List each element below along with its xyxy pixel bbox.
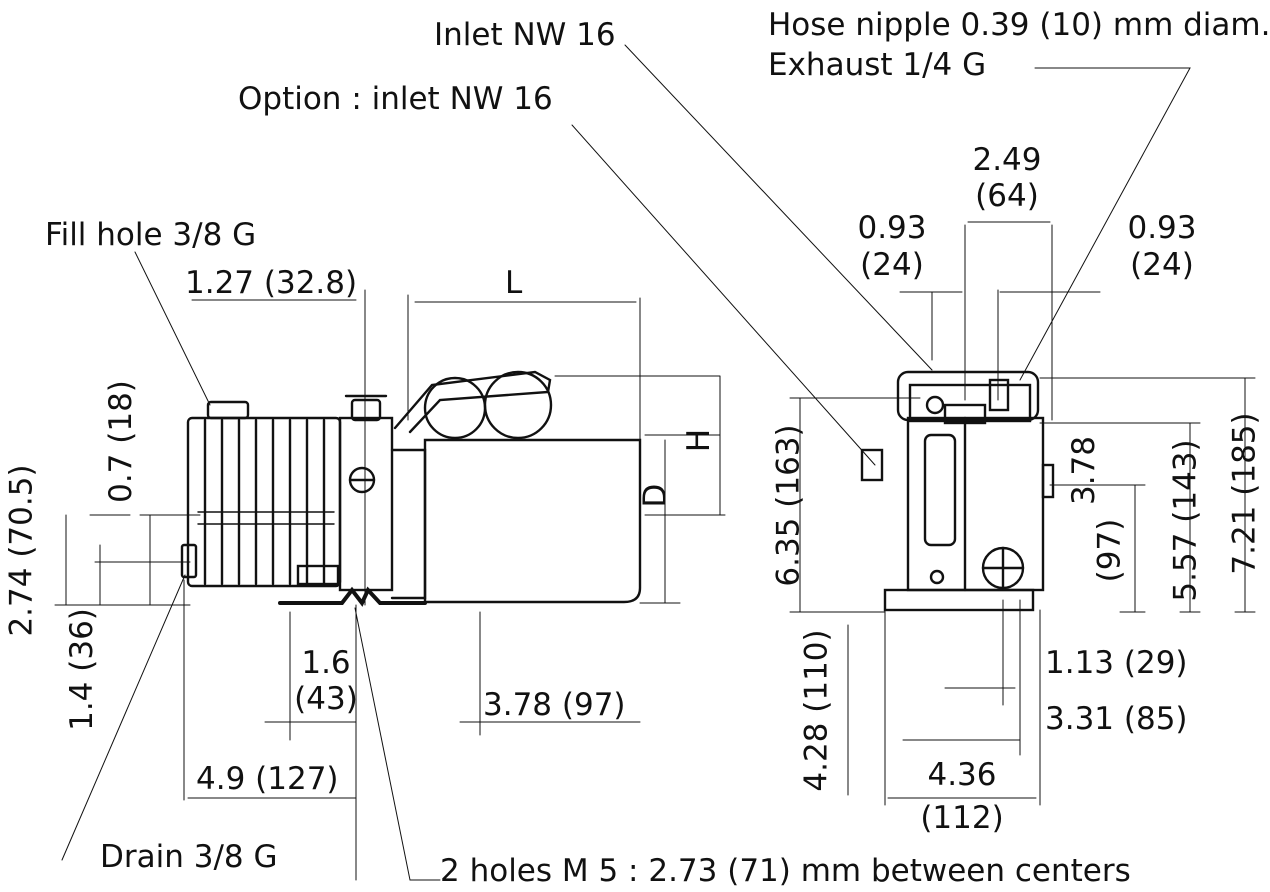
dim-5-57: 5.57 (143) (1167, 439, 1204, 602)
dim-4-36-in: 4.36 (927, 757, 997, 793)
drain-label: Drain 3/8 G (100, 839, 278, 875)
dim-2-49-mm: (64) (975, 178, 1039, 214)
middle-flange (338, 394, 394, 592)
dim-0-93-right-mm: (24) (1130, 247, 1194, 283)
side-view (54, 251, 726, 881)
dim-3-78-side: 3.78 (97) (483, 687, 626, 723)
dim-0-93-left-mm: (24) (860, 247, 924, 283)
motor-handle (393, 370, 553, 440)
motor-body (423, 438, 642, 604)
exhaust-label: Exhaust 1/4 G (768, 47, 987, 83)
base-plate (278, 586, 427, 607)
dim-0-93-right-in: 0.93 (1127, 210, 1197, 246)
dim-7-21: 7.21 (185) (1226, 412, 1263, 575)
end-view (571, 44, 1256, 806)
dim-L: L (505, 265, 523, 301)
dim-3-78-end-mm: (97) (1091, 518, 1128, 583)
fill-hole-cap (206, 400, 250, 420)
pump-finned-body (180, 416, 342, 588)
dim-2-74: 2.74 (70.5) (3, 464, 40, 637)
side-dimension-lines (54, 289, 726, 881)
dim-4-28: 4.28 (110) (798, 629, 835, 792)
dim-1-13: 1.13 (29) (1045, 645, 1188, 681)
end-leaders (571, 44, 1191, 466)
inlet-label: Inlet NW 16 (434, 17, 616, 53)
dim-1-27: 1.27 (32.8) (185, 265, 358, 301)
dim-3-78-end-in: 3.78 (1066, 435, 1103, 506)
mount-holes-label: 2 holes M 5 : 2.73 (71) mm between cente… (440, 853, 1131, 889)
dim-D: D (637, 483, 674, 508)
dim-H: H (681, 428, 718, 453)
coupling-neck (390, 448, 427, 600)
dim-1-4: 1.4 (36) (63, 608, 100, 731)
dim-0-93-left-in: 0.93 (857, 210, 927, 246)
dim-1-6-in: 1.6 (301, 645, 351, 681)
dim-1-6-mm: (43) (294, 681, 358, 717)
dim-6-35: 6.35 (163) (770, 424, 807, 587)
end-dimension-lines (789, 221, 1256, 806)
dim-4-36-mm: (112) (920, 800, 1004, 836)
dim-2-49-in: 2.49 (972, 142, 1042, 178)
fill-hole-label: Fill hole 3/8 G (45, 217, 257, 253)
dim-3-31: 3.31 (85) (1045, 701, 1188, 737)
option-inlet-label: Option : inlet NW 16 (238, 81, 553, 117)
hose-nipple-label: Hose nipple 0.39 (10) mm diam. (768, 7, 1270, 43)
dim-0-7: 0.7 (18) (102, 380, 139, 503)
dim-4-9: 4.9 (127) (196, 761, 339, 797)
side-leaders (61, 251, 441, 881)
end-housing (860, 370, 1055, 612)
